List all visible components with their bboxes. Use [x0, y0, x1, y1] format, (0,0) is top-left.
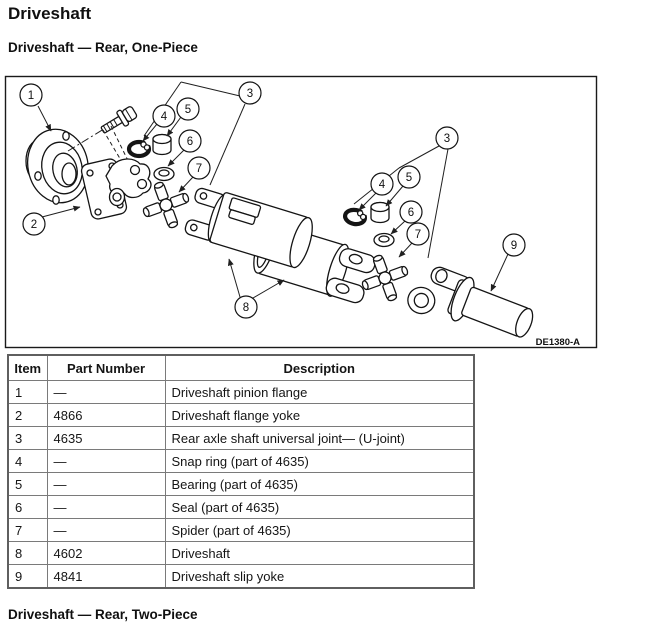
svg-text:7: 7	[196, 163, 202, 175]
callout-balloon: 3	[238, 81, 262, 105]
parts-table-cell: 4635	[46, 426, 166, 450]
parts-table-cell: —	[46, 380, 166, 404]
parts-table-cell: Spider (part of 4635)	[164, 518, 475, 542]
parts-table-header-cell: Item	[7, 354, 48, 381]
parts-table-cell: —	[46, 472, 166, 496]
parts-table-cell: Snap ring (part of 4635)	[164, 449, 475, 473]
parts-table-cell: 4602	[46, 541, 166, 565]
leader-lines	[37, 81, 509, 299]
page-title: Driveshaft	[8, 4, 92, 23]
callout-balloon: 6	[399, 200, 423, 224]
parts-table-row: 5—Bearing (part of 4635)	[7, 472, 475, 496]
parts-table-cell: Bearing (part of 4635)	[164, 472, 475, 496]
svg-text:5: 5	[185, 104, 191, 116]
section-heading-two-piece: Driveshaft — Rear, Two-Piece	[8, 607, 198, 622]
slip-yoke	[407, 266, 534, 338]
callout-balloon: 6	[178, 129, 202, 153]
parts-table-row: 1—Driveshaft pinion flange	[7, 380, 475, 404]
seal-left	[153, 166, 175, 182]
svg-text:1: 1	[28, 90, 34, 102]
bolt-alignment-dashes	[110, 125, 141, 186]
svg-text:3: 3	[247, 88, 253, 100]
parts-table-cell: 3	[7, 426, 48, 450]
driveshaft-front-tube	[184, 187, 313, 269]
parts-table-cell: 9	[7, 564, 48, 589]
callout-balloon: 5	[176, 97, 200, 121]
svg-text:4: 4	[161, 111, 168, 123]
parts-table-cell: —	[46, 449, 166, 473]
callout-balloon: 2	[22, 212, 46, 236]
callout-balloon: 5	[397, 165, 421, 189]
callout-balloon: 7	[187, 156, 211, 180]
callout-balloon: 7	[406, 222, 430, 246]
svg-text:5: 5	[406, 172, 412, 184]
parts-table-header-cell: Description	[164, 354, 475, 381]
svg-text:4: 4	[379, 179, 386, 191]
parts-table-cell: 8	[7, 541, 48, 565]
parts-table-cell: 4841	[46, 564, 166, 589]
parts-table-cell: —	[46, 495, 166, 519]
parts-table-cell: 4866	[46, 403, 166, 427]
parts-table-cell: Seal (part of 4635)	[164, 495, 475, 519]
bearing-left	[152, 133, 172, 156]
parts-table-row: 4—Snap ring (part of 4635)	[7, 449, 475, 473]
svg-text:6: 6	[187, 136, 193, 148]
flange-bolt	[100, 106, 138, 134]
callout-balloon: 4	[370, 172, 394, 196]
parts-table-cell: 5	[7, 472, 48, 496]
seal-right	[373, 232, 395, 248]
parts-table-cell: 7	[7, 518, 48, 542]
svg-text:8: 8	[243, 302, 249, 314]
parts-table-cell: Driveshaft slip yoke	[164, 564, 475, 589]
parts-table-cell: Driveshaft flange yoke	[164, 403, 475, 427]
callout-balloon: 3	[435, 126, 459, 150]
parts-table-cell: —	[46, 518, 166, 542]
parts-table-row: 7—Spider (part of 4635)	[7, 518, 475, 542]
parts-table-header-cell: Part Number	[46, 354, 166, 381]
parts-table-cell: 1	[7, 380, 48, 404]
callout-balloon: 1	[19, 83, 43, 107]
svg-text:3: 3	[444, 133, 450, 145]
svg-text:9: 9	[511, 240, 517, 252]
svg-text:2: 2	[31, 219, 37, 231]
parts-table-cell: 6	[7, 495, 48, 519]
callout-balloon: 9	[502, 233, 526, 257]
flange-yoke	[80, 158, 152, 220]
callout-balloon: 4	[152, 104, 176, 128]
figure-code: DE1380-A	[536, 337, 580, 348]
svg-text:6: 6	[408, 207, 414, 219]
section-heading-one-piece: Driveshaft — Rear, One-Piece	[8, 40, 198, 55]
parts-table-cell: Driveshaft	[164, 541, 475, 565]
parts-table-cell: 4	[7, 449, 48, 473]
svg-text:7: 7	[415, 229, 421, 241]
parts-table-cell: Rear axle shaft universal joint— (U-join…	[164, 426, 475, 450]
parts-table-row: 6—Seal (part of 4635)	[7, 495, 475, 519]
callout-balloon: 8	[234, 295, 258, 319]
parts-table-cell: Driveshaft pinion flange	[164, 380, 475, 404]
parts-table-cell: 2	[7, 403, 48, 427]
